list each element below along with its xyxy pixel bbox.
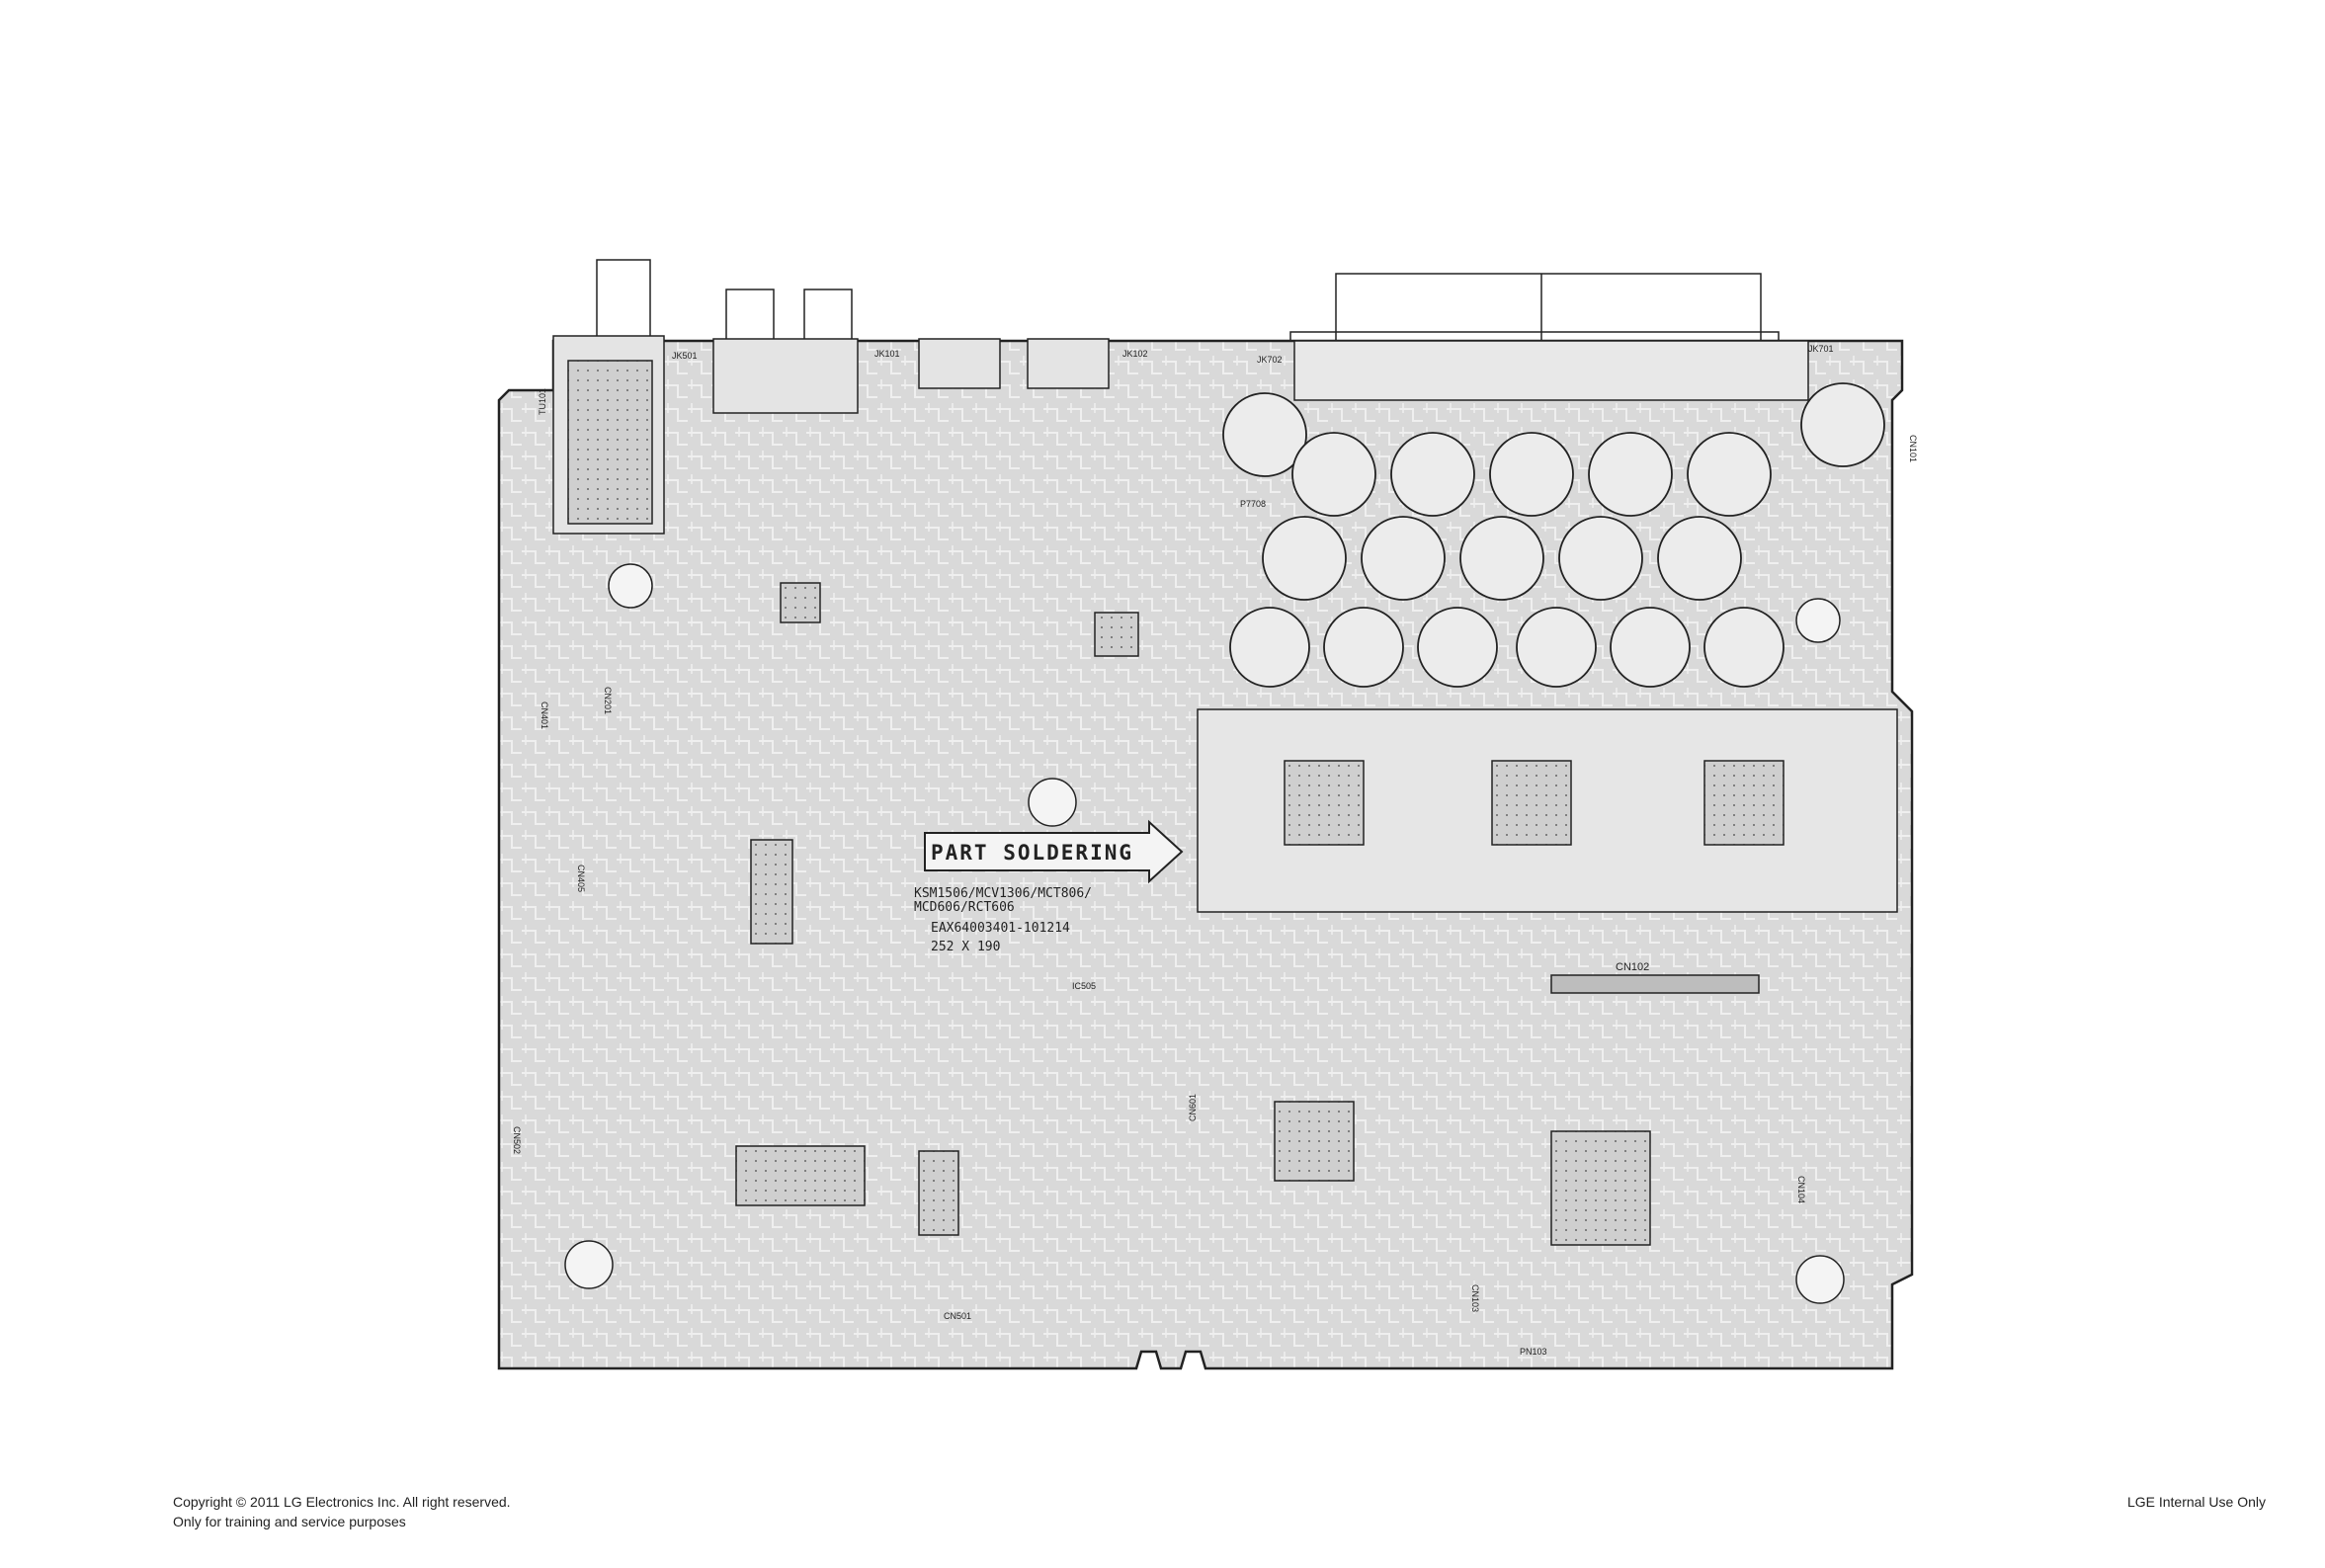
label-cn405: CN405 bbox=[576, 865, 586, 892]
model-line-2: MCD606/RCT606 bbox=[914, 900, 1015, 915]
label-cn101: CN101 bbox=[1908, 435, 1918, 462]
label-cn601: CN601 bbox=[1188, 1094, 1198, 1121]
label-cn104: CN104 bbox=[1796, 1176, 1806, 1203]
part-soldering-banner: PART SOLDERING bbox=[924, 819, 1184, 884]
banner-text: PART SOLDERING bbox=[931, 841, 1133, 865]
part-number: EAX64003401-101214 bbox=[931, 921, 1070, 936]
label-jk701: JK701 bbox=[1808, 344, 1834, 354]
label-jk702: JK702 bbox=[1257, 355, 1283, 365]
label-cn103: CN103 bbox=[1470, 1284, 1480, 1312]
mounting-holes bbox=[564, 563, 1845, 1304]
integrated-circuits bbox=[735, 582, 1760, 1246]
footer-copyright-block: Copyright © 2011 LG Electronics Inc. All… bbox=[173, 1492, 511, 1531]
label-cn201: CN201 bbox=[603, 687, 613, 714]
capacitor-array bbox=[1222, 382, 1885, 688]
amplifier-section bbox=[1197, 708, 1898, 913]
external-connector-outlines bbox=[596, 259, 1780, 344]
copyright-text: Copyright © 2011 LG Electronics Inc. All… bbox=[173, 1494, 511, 1510]
label-cn401: CN401 bbox=[540, 701, 549, 729]
label-cn502: CN502 bbox=[512, 1126, 522, 1154]
purpose-text: Only for training and service purposes bbox=[173, 1514, 406, 1529]
board-dimensions: 252 X 190 bbox=[931, 940, 1000, 954]
label-ic505: IC505 bbox=[1072, 981, 1096, 991]
label-pn103: PN103 bbox=[1520, 1347, 1547, 1357]
internal-use-text: LGE Internal Use Only bbox=[2126, 1494, 2266, 1510]
connector-labels: TU101 JK501 JK101 JK102 JK702 JK701 CN10… bbox=[512, 344, 1918, 1357]
top-connectors bbox=[552, 335, 1809, 535]
model-line-1: KSM1506/MCV1306/MCT806/ bbox=[914, 886, 1092, 901]
label-tu101: TU101 bbox=[538, 388, 547, 415]
label-jk501: JK501 bbox=[672, 351, 698, 361]
label-jk101: JK101 bbox=[874, 349, 900, 359]
label-cn501: CN501 bbox=[944, 1311, 971, 1321]
label-jk102: JK102 bbox=[1122, 349, 1148, 359]
label-cn102: CN102 bbox=[1616, 961, 1649, 973]
label-p7708: P7708 bbox=[1240, 499, 1266, 509]
